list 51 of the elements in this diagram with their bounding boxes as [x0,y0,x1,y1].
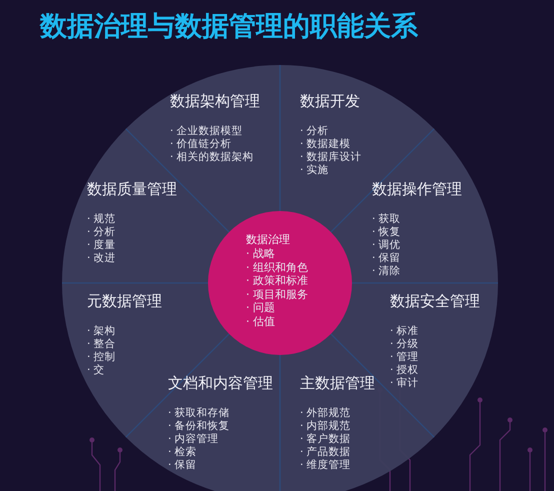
list-item: · 估值 [246,314,276,328]
list-item: · 分析 [87,226,117,239]
sector-heading: 数据开发 [300,92,361,111]
list-item: · 管理 [390,351,420,364]
sector-heading: 数据质量管理 [87,180,177,199]
list-item: · 外部规范 [300,407,352,420]
list-item: · 分析 [300,125,330,138]
list-item: · 规范 [87,213,117,226]
list-item: · 恢复 [372,226,402,239]
list-item: · 授权 [390,364,420,377]
sector-heading: 文档和内容管理 [168,374,273,393]
list-item: · 客户数据 [300,433,352,446]
list-item: · 度量 [87,239,117,252]
list-item: · 改进 [87,252,117,265]
list-item: · 相关的数据架构 [170,151,255,164]
sector-heading: 数据架构管理 [170,92,260,111]
sector-heading: 主数据管理 [300,374,375,393]
list-item: · 分级 [390,338,420,351]
list-item: · 架构 [87,325,117,338]
sector-heading: 数据操作管理 [372,180,462,199]
list-item: · 组织和角色 [246,260,308,274]
list-item: · 清除 [372,265,402,278]
list-item: · 整合 [87,338,117,351]
list-item: · 问题 [246,301,276,314]
center-heading: 数据治理 [246,233,291,247]
list-item: · 控制 [87,351,117,364]
list-item: · 获取和存储 [168,407,231,420]
list-item: · 保留 [168,459,198,472]
list-item: · 企业数据模型 [170,125,244,138]
list-item: · 检索 [168,446,198,459]
list-item: · 内容管理 [168,433,220,446]
list-item: · 产品数据 [300,446,352,459]
list-item: · 政策和标准 [246,274,308,288]
list-item: · 价值链分析 [170,138,233,151]
sector-heading: 数据安全管理 [390,292,480,311]
list-item: · 保留 [372,252,402,265]
list-item: · 数据建模 [300,138,352,151]
list-item: · 交 [87,364,106,377]
list-item: · 项目和服务 [246,288,308,301]
list-item: · 标准 [390,325,420,338]
list-item: · 战略 [246,247,276,260]
page-title: 数据治理与数据管理的职能关系 [40,10,418,44]
list-item: · 审计 [390,377,420,390]
sector-heading: 元数据管理 [87,292,162,311]
list-item: · 调优 [372,239,402,252]
list-item: · 实施 [300,164,330,177]
list-item: · 备份和恢复 [168,420,231,433]
list-item: · 内部规范 [300,420,352,433]
list-item: · 获取 [372,213,402,226]
list-item: · 维度管理 [300,459,352,472]
list-item: · 数据库设计 [300,151,362,164]
